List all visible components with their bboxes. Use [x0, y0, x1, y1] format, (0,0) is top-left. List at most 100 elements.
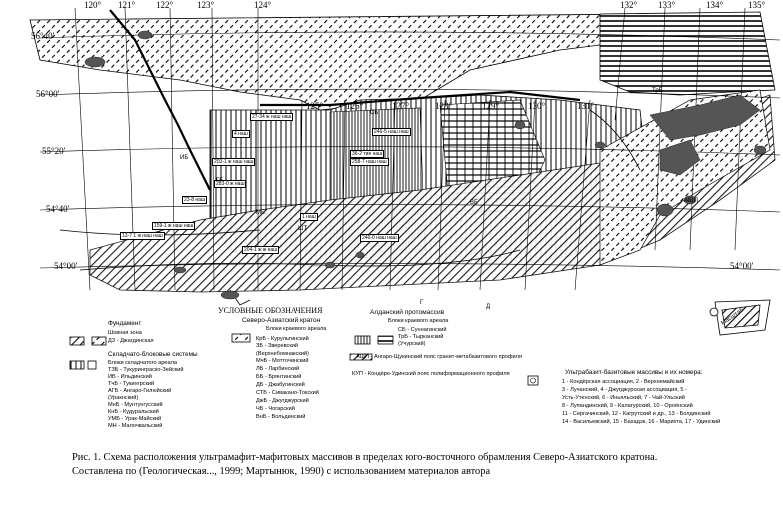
lon-label-132: 132° — [620, 0, 638, 10]
figure-caption: Рис. 1. Схема расположения ультрамафит-м… — [72, 451, 752, 479]
legend-foundation-heading: Фундамент — [108, 320, 142, 327]
lon-label-125: 125° — [306, 101, 324, 111]
lat-label-5640-left: 56°40' — [31, 31, 55, 41]
legend-foundation-item: ДЗ - Джагдинская — [108, 338, 154, 344]
swatch-aldan-sb — [354, 335, 371, 345]
unit-label-ib: ИБ — [180, 155, 189, 161]
massif-label: 13-7 1 ж наш наш — [120, 232, 165, 240]
unit-label-vb: ВБ — [470, 200, 478, 206]
caption-line-2: Составлена по (Геологическая..., 1999; М… — [72, 466, 491, 477]
legend-folded-item: ТчБ - Тукингрский — [108, 381, 155, 387]
massif-label: 246-5 наш наш — [372, 128, 411, 136]
lon-label-130: 130° — [528, 101, 546, 111]
major-faults — [109, 9, 581, 191]
massif-label: 23-8 наш — [182, 196, 207, 204]
massif-label: 203-1 ж наш наш — [212, 158, 256, 166]
lat-label-5440: 54°40' — [46, 204, 70, 214]
unit-label-sht: ШТ — [298, 226, 308, 232]
lat-label-5400-right: 54°00' — [730, 261, 754, 271]
swatch-ashch — [349, 353, 373, 361]
massif-label: 36-2 тие наш — [350, 150, 385, 158]
lat-label-5400-left: 54°00' — [54, 261, 78, 271]
lon-label-123: 123° — [197, 0, 215, 10]
legend-aldan-item: ТрБ - Тырканский — [398, 334, 444, 340]
lat-label-5600: 56°00' — [36, 89, 60, 99]
legend-aldan-kup: КУП - Кондёро-Удинский пояс полиформацио… — [352, 371, 510, 377]
swatch-aldan-trb — [377, 335, 394, 345]
legend-ultramafic-item: 1 - Кондёрская ассоциация, 2 - Верхнемай… — [562, 379, 685, 385]
legend-craton-item: ДжБ - Джугджурский — [256, 398, 309, 404]
massif-label: 1 наш — [300, 213, 318, 221]
legend-ultramafic-item: Усть-Утенский, 6 - Иньяльский, 7 - Чай-У… — [562, 395, 685, 401]
lon-label-124: 124° — [254, 0, 272, 10]
legend-craton-item: СТБ - Сивакано-Токский — [256, 390, 319, 396]
legend-folded-item: ТЗБ - Тукуринграско-Зейский — [108, 367, 184, 373]
massif-label: 283-0 ж наш — [214, 180, 247, 188]
legend-folded-heading: Складчато-блоковые системы — [108, 351, 198, 358]
swatch-dzhagdinskaya — [91, 336, 107, 346]
legend-craton-item: КрБ - Курультинский — [256, 336, 309, 342]
legend-craton-item: ВнБ - Вольдинский — [256, 414, 306, 420]
lon-label-129: 129° — [482, 101, 500, 111]
unit-label-mb: МБ — [256, 210, 265, 216]
unit-label-ashch: АЩП — [684, 198, 698, 204]
massif-label: 159-1 ж наш наш — [152, 222, 196, 230]
massif-label: 258-7 наш наш — [350, 158, 389, 166]
legend-craton-subheading: Блоки краевого ареала — [266, 326, 327, 332]
legend-craton-item: (Верхнебомнакский) — [256, 351, 309, 357]
legend-ultramafic-item: 11 - Сергачинский, 12 - Кагрутский и др.… — [562, 411, 711, 417]
legend-folded-item: МН - Малочвальский — [108, 423, 163, 429]
lon-label-133: 133° — [658, 0, 676, 10]
lon-label-126: 126° — [346, 101, 364, 111]
legend-folded-item: КнБ - Кудуральский — [108, 409, 159, 415]
legend-craton-item: ЛБ - Ларбинский — [256, 366, 300, 372]
lon-label-120: 120° — [84, 0, 102, 10]
legend-folded-item: Блоки складчатого ареала — [108, 360, 178, 366]
lon-label-131: 131° — [577, 101, 595, 111]
legend-folded-item: УМБ - Урак-Майский — [108, 416, 162, 422]
unit-label-d: Д — [486, 304, 491, 310]
legend-title: УСЛОВНЫЕ ОБОЗНАЧЕНИЯ — [218, 306, 323, 315]
swatch-folded-block — [69, 360, 85, 370]
swatch-craton-margin — [231, 333, 251, 343]
legend-aldan-heading: Алданский протомассив — [370, 309, 445, 316]
lon-label-135: 135° — [748, 0, 766, 10]
legend-folded-item: ИБ - Ильдинский — [108, 374, 152, 380]
lon-label-127: 127° — [392, 101, 410, 111]
legend-folded-item: АГБ - Ангаро-Гилюйский — [108, 388, 172, 394]
massif-label: 27-34 ж наш наш — [250, 113, 294, 121]
aldan-block-northeast — [599, 11, 776, 96]
legend-craton-item: ЗБ - Зверевский — [256, 343, 299, 349]
legend-aldan-ashch: АЩП - Ангаро-Щукинский пояс гранит-метаб… — [356, 354, 522, 360]
legend-ultramafic-item: 8 - Лупандинский, 9 - Калагурский, 10 - … — [562, 403, 693, 409]
ultramafic-massifs — [84, 30, 767, 300]
inset-map — [709, 299, 771, 336]
unit-label-trb: ТрБ — [652, 88, 663, 94]
unit-label-g: Г — [420, 300, 424, 306]
lon-label-128: 128° — [435, 101, 453, 111]
legend-foundation-item: Шовная зона — [108, 330, 142, 336]
legend-aldan-item: СБ - Суннагинский — [398, 327, 447, 333]
legend-aldan-subheading: Блоки краевого ареала — [388, 318, 449, 324]
legend-craton-item: ДБ - Джабугинский — [256, 382, 305, 388]
legend-ultramafic-item: 3 - Лучанский, 4 - Джугджурская ассоциац… — [562, 387, 687, 393]
legend-ultramafic-heading: Ультрабазит-базитовые массивы и их номер… — [565, 369, 703, 376]
massif-label: 204-1 ж ж наш — [242, 246, 280, 254]
lon-label-134: 134° — [706, 0, 724, 10]
legend-aldan-item: (Учурский) — [398, 341, 426, 347]
unit-label-sb: СБ — [370, 110, 379, 116]
caption-line-1: Рис. 1. Схема расположения ультрамафит-м… — [72, 452, 658, 463]
massif-label: 4 наш — [232, 130, 250, 138]
legend-ultramafic-item: 14 - Васильевский, 15 - Бахадэк, 16 - Ма… — [562, 419, 721, 425]
lat-label-5520: 55°20' — [42, 146, 66, 156]
legend-craton-item: ББ - Брянтинский — [256, 374, 302, 380]
lon-label-121: 121° — [118, 0, 136, 10]
legend-craton-item: ЧБ - Чогарский — [256, 406, 295, 412]
legend-craton-item: МчБ - Мотточинский — [256, 358, 309, 364]
lon-label-122: 122° — [156, 0, 174, 10]
swatch-folded-block-2 — [87, 360, 97, 370]
swatch-suture-zone — [69, 336, 85, 346]
legend-folded-item: (Уракнский) — [108, 395, 139, 401]
legend-craton-heading: Северо-Азиатский кратон — [242, 317, 321, 324]
